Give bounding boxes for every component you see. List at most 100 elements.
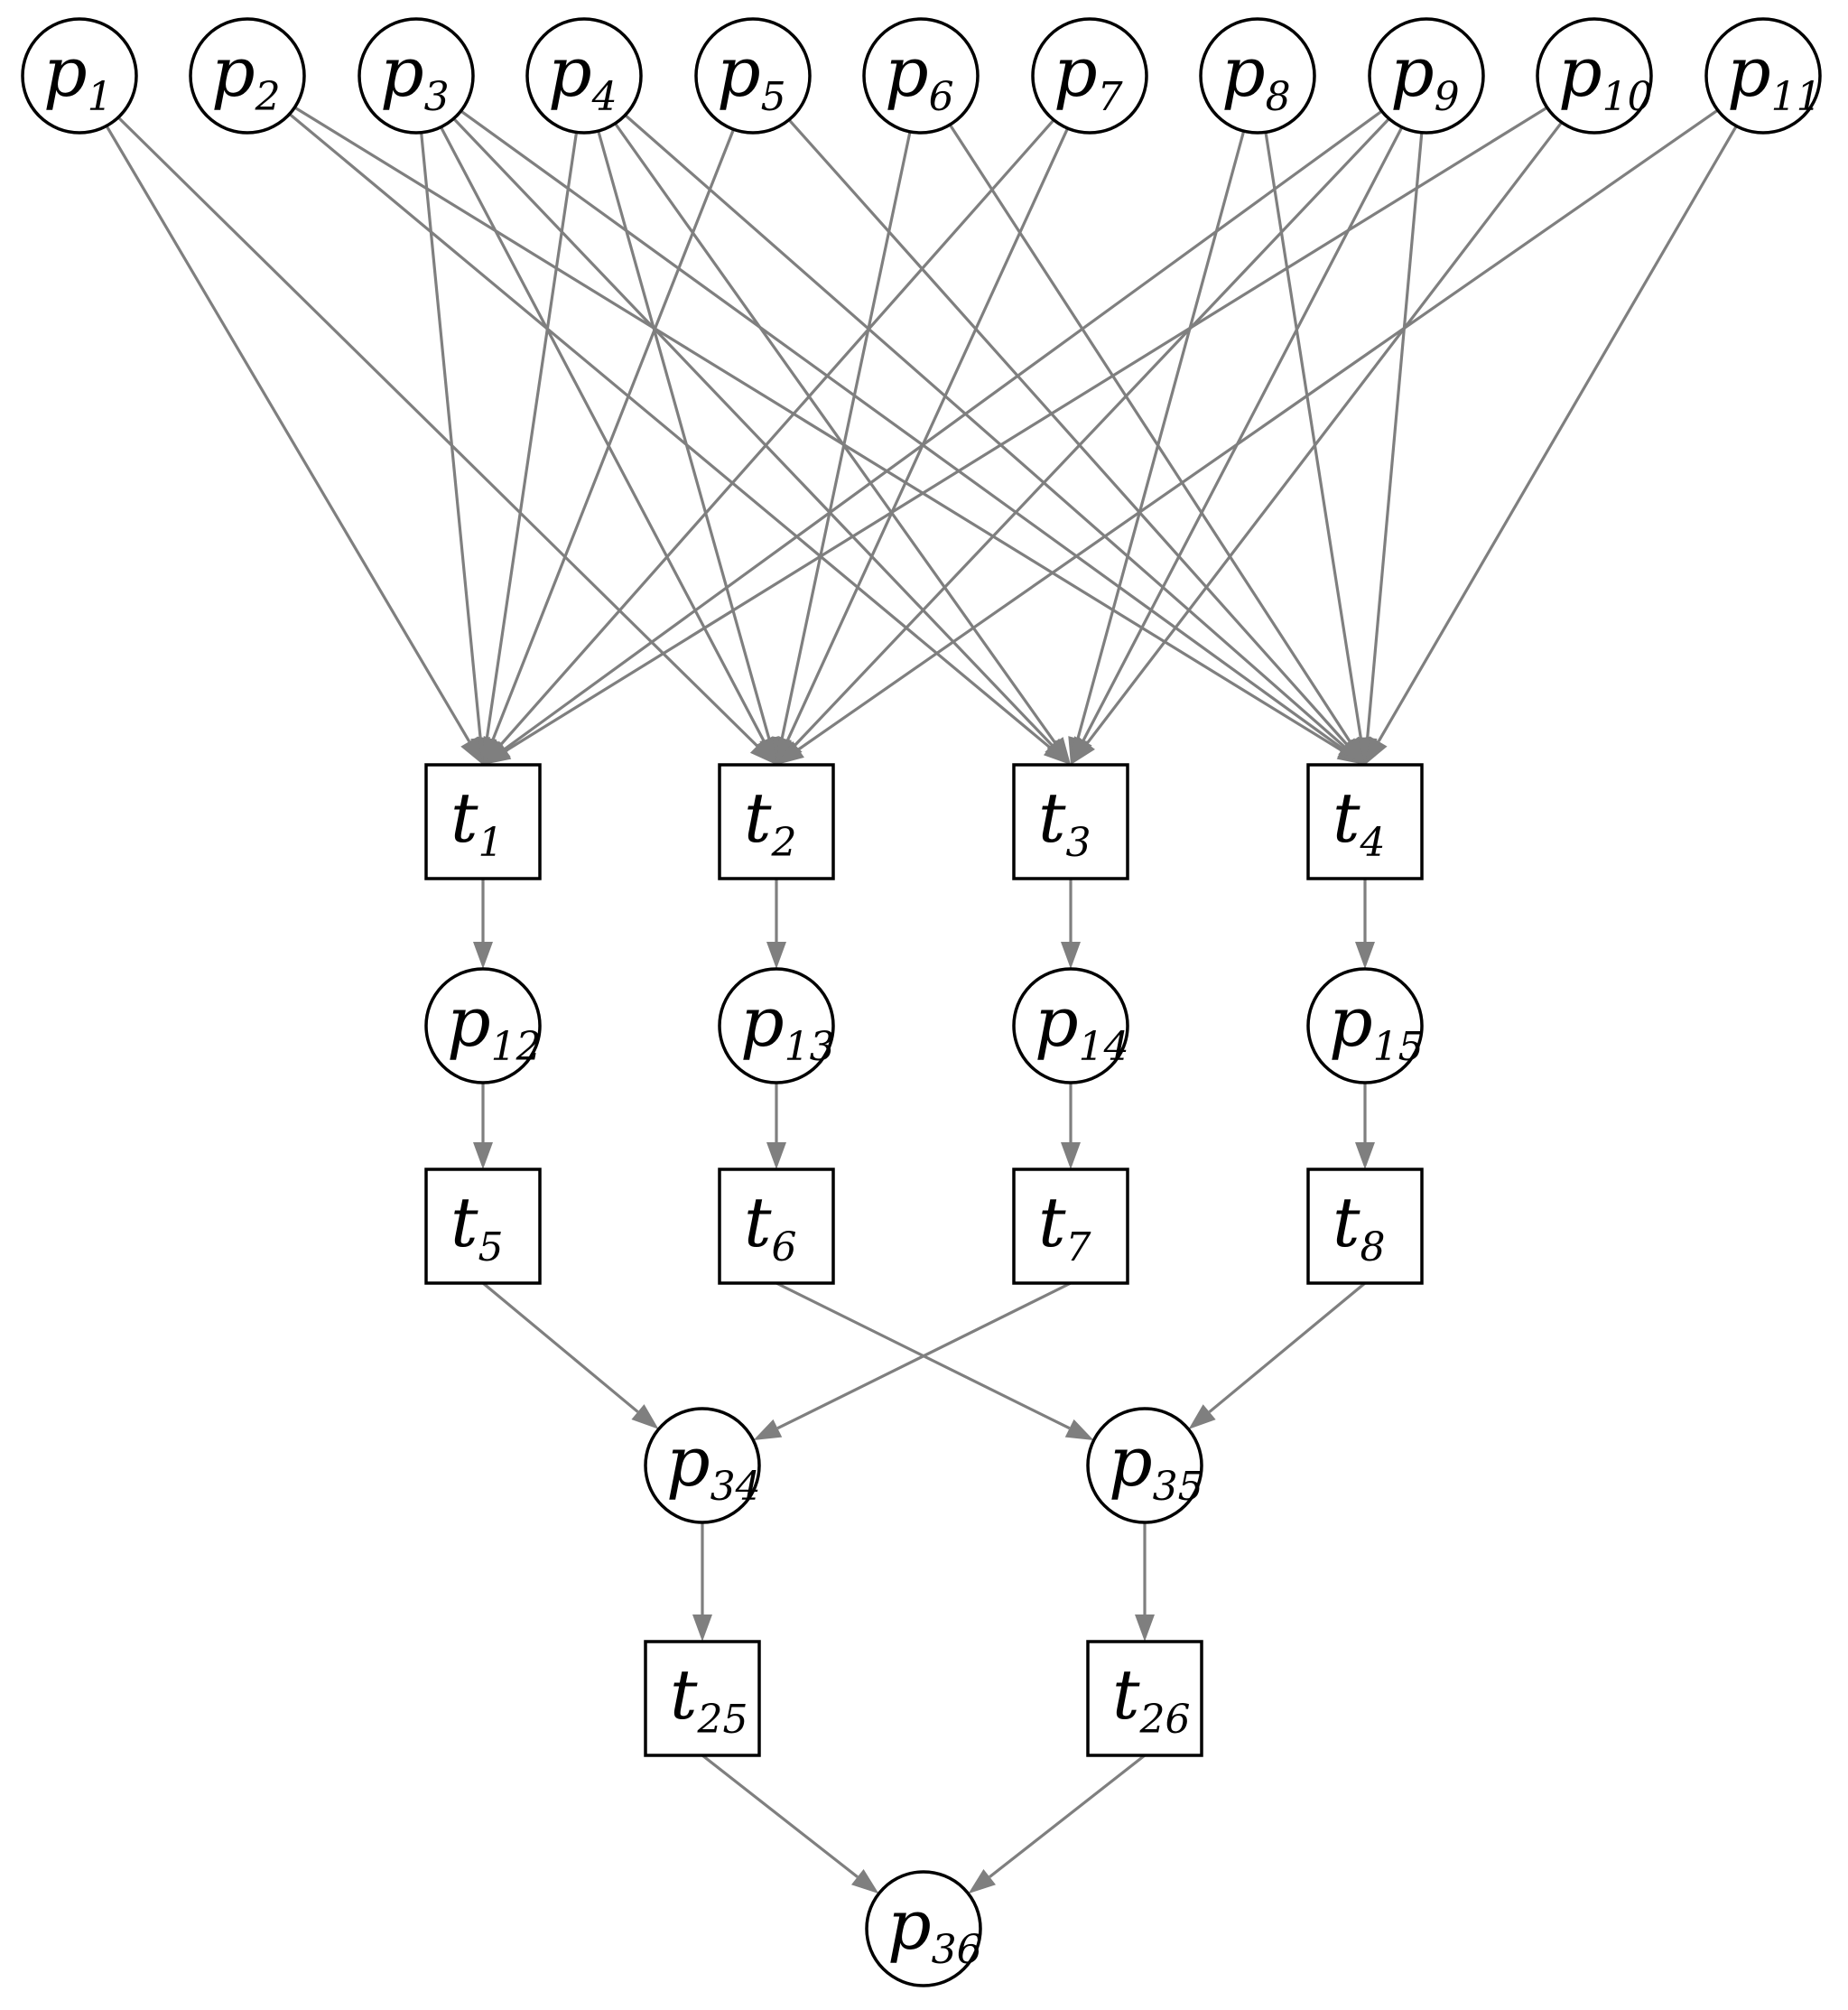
place-p6: p6 — [862, 17, 980, 135]
arc-p6-t2 — [772, 131, 912, 765]
transition-box — [1306, 763, 1424, 880]
place-p35: p35 — [1086, 1407, 1203, 1524]
place-circle — [424, 967, 542, 1084]
node-label: p10 — [1558, 32, 1653, 120]
place-p9: p9 — [1368, 17, 1485, 135]
arc-p8-t3 — [1068, 130, 1246, 765]
arc-p3-t3 — [452, 117, 1071, 765]
node-label: t4 — [1333, 777, 1386, 866]
node-label: p4 — [548, 32, 618, 120]
arc-p11-t4 — [1365, 125, 1738, 765]
transition-t3: t3 — [1012, 763, 1129, 880]
arc-t5-p34 — [481, 1281, 659, 1429]
transition-t8: t8 — [1306, 1168, 1424, 1285]
arc-t2-p13 — [766, 879, 786, 969]
arc-p10-t3 — [1071, 121, 1564, 765]
arc-p13-t6 — [766, 1083, 786, 1169]
arrowhead — [1365, 736, 1388, 765]
arrowhead — [968, 1868, 996, 1894]
node-label: p12 — [447, 982, 542, 1070]
node-label: p13 — [740, 982, 835, 1070]
transition-t26: t26 — [1086, 1640, 1203, 1757]
arrowhead — [1135, 1615, 1155, 1642]
place-p36: p36 — [865, 1870, 982, 1987]
arc-t1-p12 — [473, 879, 493, 969]
arrowhead — [631, 1404, 659, 1429]
arrowhead — [1071, 737, 1095, 765]
place-circle — [1199, 17, 1316, 135]
node-label: p15 — [1329, 982, 1424, 1070]
place-p10: p10 — [1536, 17, 1653, 135]
transition-t25: t25 — [644, 1640, 761, 1757]
node-label: p36 — [887, 1884, 982, 1973]
transition-box — [718, 1168, 835, 1285]
node-label: p14 — [1035, 982, 1129, 1070]
arc-t8-p35 — [1188, 1281, 1367, 1429]
arrowhead — [1355, 1142, 1375, 1169]
node-label: t8 — [1333, 1182, 1386, 1270]
place-p15: p15 — [1306, 967, 1424, 1084]
transition-t6: t6 — [718, 1168, 835, 1285]
place-circle — [1368, 17, 1485, 135]
transition-box — [644, 1640, 761, 1757]
place-p14: p14 — [1012, 967, 1129, 1084]
transition-box — [1012, 1168, 1129, 1285]
arrowhead — [473, 1142, 493, 1169]
arc-p14-t7 — [1061, 1083, 1081, 1169]
transition-box — [718, 763, 835, 880]
arc-p15-t8 — [1355, 1083, 1375, 1169]
place-p2: p2 — [189, 17, 306, 135]
place-circle — [1012, 967, 1129, 1084]
place-p3: p3 — [358, 17, 475, 135]
arc-p10-t1 — [483, 106, 1548, 765]
arc-p9-t4 — [1357, 132, 1424, 765]
arc-p7-t1 — [483, 118, 1055, 765]
arc-t6-p35 — [775, 1281, 1094, 1441]
place-circle — [718, 967, 835, 1084]
place-circle — [1086, 1407, 1203, 1524]
arrowhead — [776, 740, 804, 765]
place-circle — [862, 17, 980, 135]
place-p5: p5 — [694, 17, 812, 135]
place-circle — [694, 17, 812, 135]
arc-p2-t4 — [293, 106, 1365, 765]
place-circle — [189, 17, 306, 135]
arc-t4-p15 — [1355, 879, 1375, 969]
transition-box — [1012, 763, 1129, 880]
arc-p1-t2 — [116, 116, 776, 765]
node-label: p2 — [211, 32, 281, 120]
place-circle — [21, 17, 138, 135]
transition-t2: t2 — [718, 763, 835, 880]
arrowhead — [1046, 737, 1071, 765]
node-label: p8 — [1221, 32, 1291, 120]
arc-p4-t4 — [624, 114, 1365, 765]
transition-t7: t7 — [1012, 1168, 1129, 1285]
transition-box — [1306, 1168, 1424, 1285]
node-label: p11 — [1727, 32, 1822, 120]
arc-p5-t1 — [483, 128, 736, 765]
transition-t1: t1 — [424, 763, 542, 880]
place-p4: p4 — [525, 17, 643, 135]
arc-p4-t3 — [614, 122, 1071, 765]
arc-t26-p36 — [968, 1754, 1146, 1894]
arc-t7-p34 — [753, 1281, 1072, 1441]
arrowhead — [1188, 1404, 1216, 1429]
arrowhead — [753, 1419, 783, 1441]
arc-t25-p36 — [701, 1754, 879, 1894]
node-label: t6 — [744, 1182, 797, 1270]
transition-box — [1086, 1640, 1203, 1757]
arrowhead — [1061, 942, 1081, 969]
arrowhead — [766, 1142, 786, 1169]
arc-p2-t3 — [288, 113, 1071, 765]
place-p11: p11 — [1704, 17, 1822, 135]
arc-p12-t5 — [473, 1083, 493, 1169]
arc-p34-t25 — [692, 1522, 712, 1642]
arc-p1-t1 — [105, 125, 483, 765]
transition-t5: t5 — [424, 1168, 542, 1285]
node-label: p9 — [1390, 32, 1460, 120]
place-circle — [1306, 967, 1424, 1084]
place-p8: p8 — [1199, 17, 1316, 135]
place-p13: p13 — [718, 967, 835, 1084]
node-label: t7 — [1038, 1182, 1091, 1270]
